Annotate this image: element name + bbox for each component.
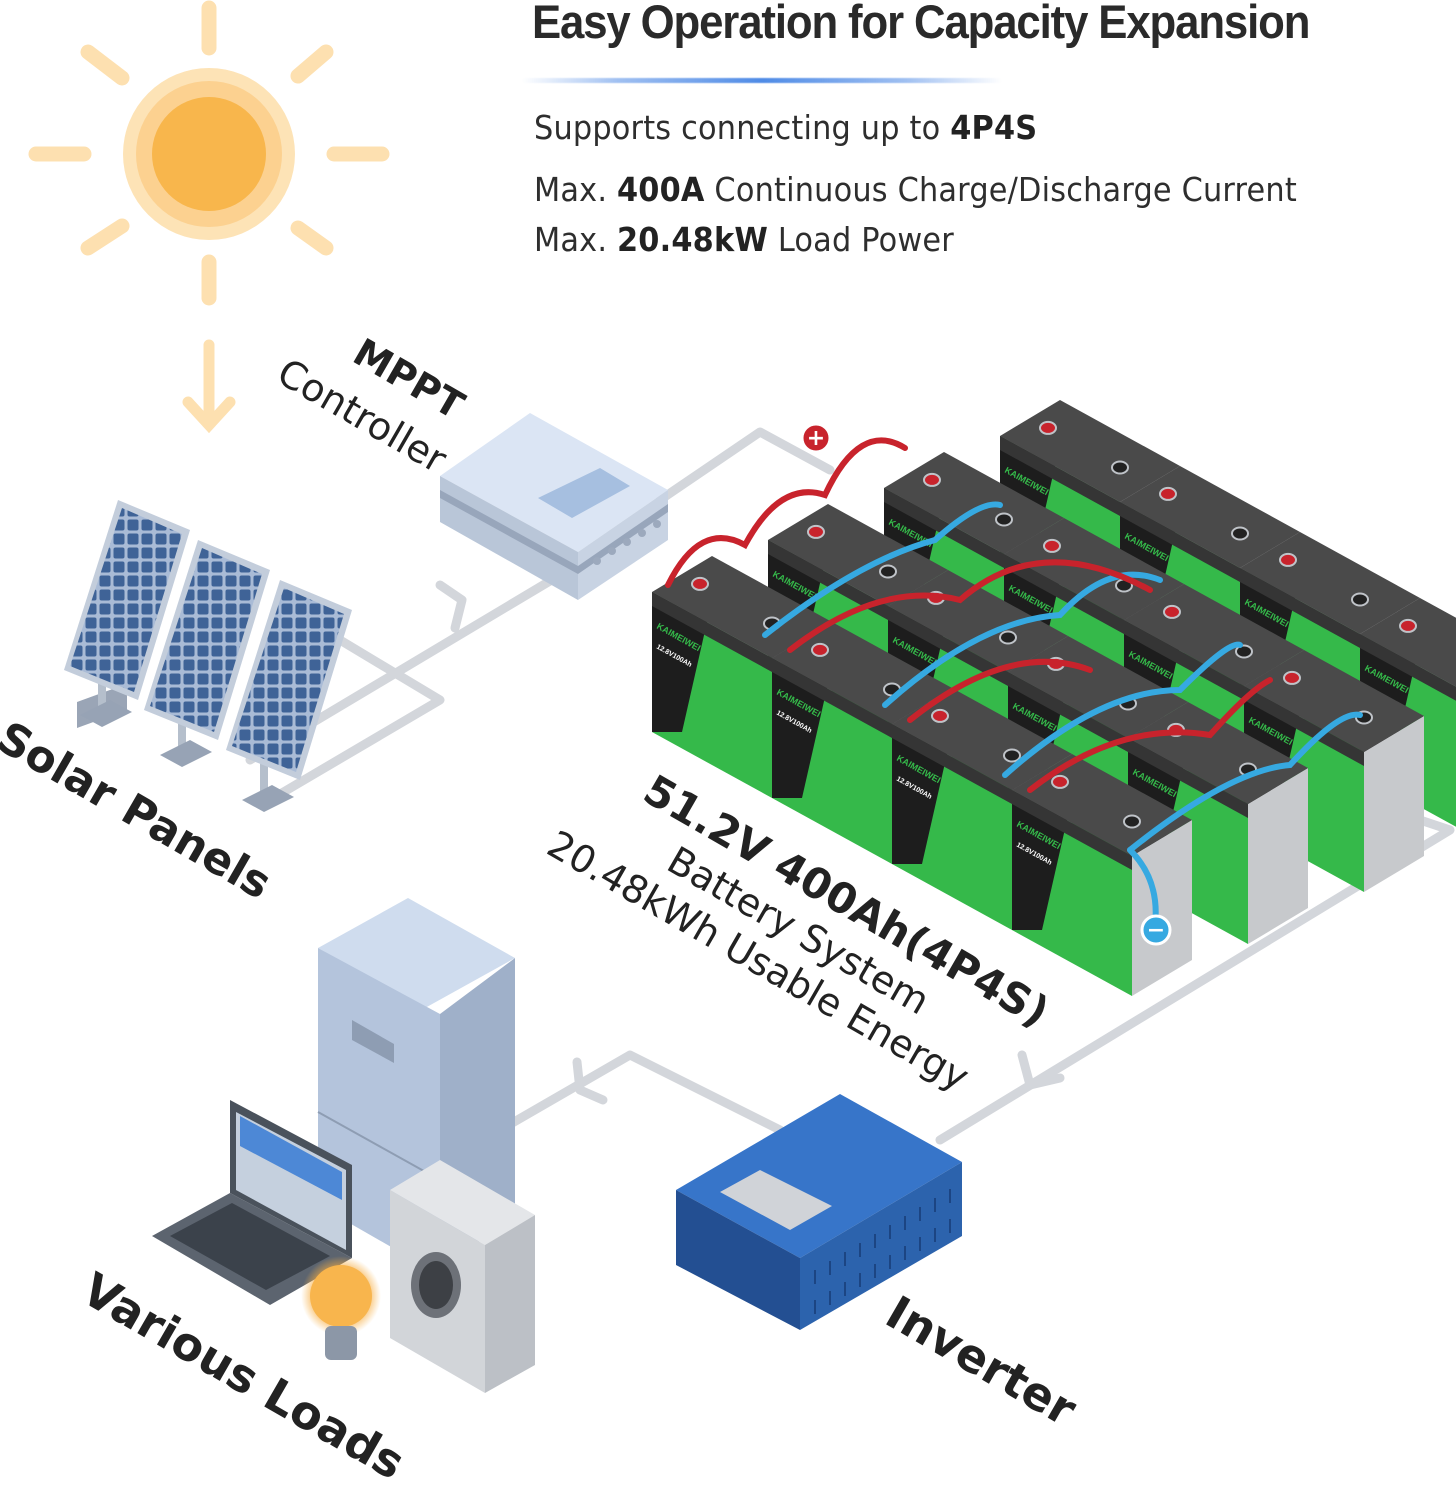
spec-text: Supports connecting up to — [534, 108, 951, 147]
spec-text: Max. — [534, 170, 617, 209]
battery-terminal — [1123, 814, 1141, 829]
flow-line-inverter-loads — [495, 1050, 785, 1135]
series-cable — [762, 501, 1003, 638]
battery-lid-edge — [1008, 672, 1128, 752]
battery-lid-edge — [888, 606, 1008, 686]
battery-terminal — [879, 564, 897, 579]
battery-lid-edge — [1360, 634, 1456, 701]
battery-lid-edge — [772, 658, 892, 738]
mppt-controller — [440, 413, 668, 600]
solar-panel — [144, 540, 270, 767]
spec-line-current: Max. 400A Continuous Charge/Discharge Cu… — [534, 170, 1297, 209]
page-title: Easy Operation for Capacity Expansion — [532, 0, 1310, 48]
solar-panel — [64, 500, 190, 728]
battery-terminal — [1163, 604, 1181, 619]
battery-lid-edge — [1240, 568, 1360, 648]
solar-panel — [226, 580, 352, 812]
title-divider — [522, 78, 1002, 83]
battery-side-face — [1132, 820, 1192, 996]
battery-top-face — [1360, 598, 1456, 687]
battery-terminal — [1231, 526, 1249, 541]
battery-terminal — [1351, 592, 1369, 607]
battery-terminal — [1235, 644, 1253, 659]
battery-terminal — [1039, 420, 1057, 435]
battery-lid-edge — [768, 540, 888, 620]
solar-panels — [64, 500, 352, 812]
spec-highlight: 20.48kW — [616, 220, 768, 259]
inverter — [676, 1094, 962, 1330]
battery-lid-edge — [1000, 436, 1120, 516]
battery-terminal — [1003, 748, 1021, 763]
battery-terminal — [931, 708, 949, 723]
sun-icon — [28, 0, 390, 306]
battery-lid-edge — [1004, 554, 1124, 634]
various-loads — [152, 898, 535, 1393]
spec-line-config: Supports connecting up to 4P4S — [534, 108, 1037, 147]
series-cable — [1127, 711, 1363, 853]
battery-lid-edge — [652, 592, 772, 672]
battery-bank: KAIMEIWEI12.8V100AhKAIMEIWEI12.8V100AhKA… — [652, 400, 1456, 996]
spec-text: Max. — [534, 220, 617, 259]
flow-arrow-battery-inverter — [1017, 1050, 1065, 1090]
positive-cable — [665, 437, 908, 588]
battery-lid-edge — [1128, 738, 1248, 818]
positive-terminal-icon — [800, 422, 832, 454]
battery-terminal — [999, 630, 1017, 645]
battery-terminal — [1399, 618, 1417, 633]
battery-terminal — [691, 576, 709, 591]
battery-lid-edge — [1244, 686, 1364, 766]
battery-lid-edge — [892, 724, 1012, 804]
battery-lid-edge — [884, 488, 1004, 568]
positive-terminal-icon-symbol: + — [807, 426, 825, 451]
battery-lid-edge — [1120, 502, 1240, 582]
battery-terminal — [1111, 460, 1129, 475]
spec-highlight: 400A — [616, 170, 705, 209]
battery-terminal — [923, 472, 941, 487]
negative-terminal-icon — [1140, 914, 1172, 946]
battery-terminal — [811, 642, 829, 657]
series-cable — [1027, 677, 1273, 793]
flow-line-mppt-battery — [655, 427, 835, 505]
battery-lid-edge — [1124, 620, 1244, 700]
battery-terminal — [1283, 670, 1301, 685]
battery-lid-edge — [1012, 790, 1132, 870]
series-cable — [907, 658, 1093, 723]
battery-side-face — [1248, 768, 1308, 944]
battery-terminal — [807, 524, 825, 539]
flow-arrow-solar-mppt — [435, 580, 467, 633]
laptop — [152, 1100, 352, 1305]
spec-line-power: Max. 20.48kW Load Power — [534, 220, 954, 259]
spec-highlight: 4P4S — [950, 108, 1038, 147]
system-diagram: KAIMEIWEI12.8V100AhKAIMEIWEI12.8V100AhKA… — [28, 0, 1456, 1393]
light-bulb — [301, 1256, 381, 1360]
battery-side-face — [1364, 716, 1424, 892]
flow-arrow-inverter-loads — [572, 1057, 608, 1105]
washing-machine — [390, 1160, 535, 1393]
negative-terminal-icon-symbol: − — [1147, 918, 1165, 943]
sunlight-arrow-icon — [182, 339, 236, 434]
spec-text: Load Power — [767, 220, 954, 259]
battery-terminal — [1279, 552, 1297, 567]
series-cable — [787, 559, 1153, 653]
series-cable — [1002, 641, 1243, 778]
battery-terminal — [995, 512, 1013, 527]
battery-terminal — [1043, 538, 1061, 553]
battery-terminal — [1159, 486, 1177, 501]
spec-text: Continuous Charge/Discharge Current — [704, 170, 1297, 209]
battery-terminal — [1051, 774, 1069, 789]
flow-line-battery-inverter — [935, 815, 1455, 1145]
